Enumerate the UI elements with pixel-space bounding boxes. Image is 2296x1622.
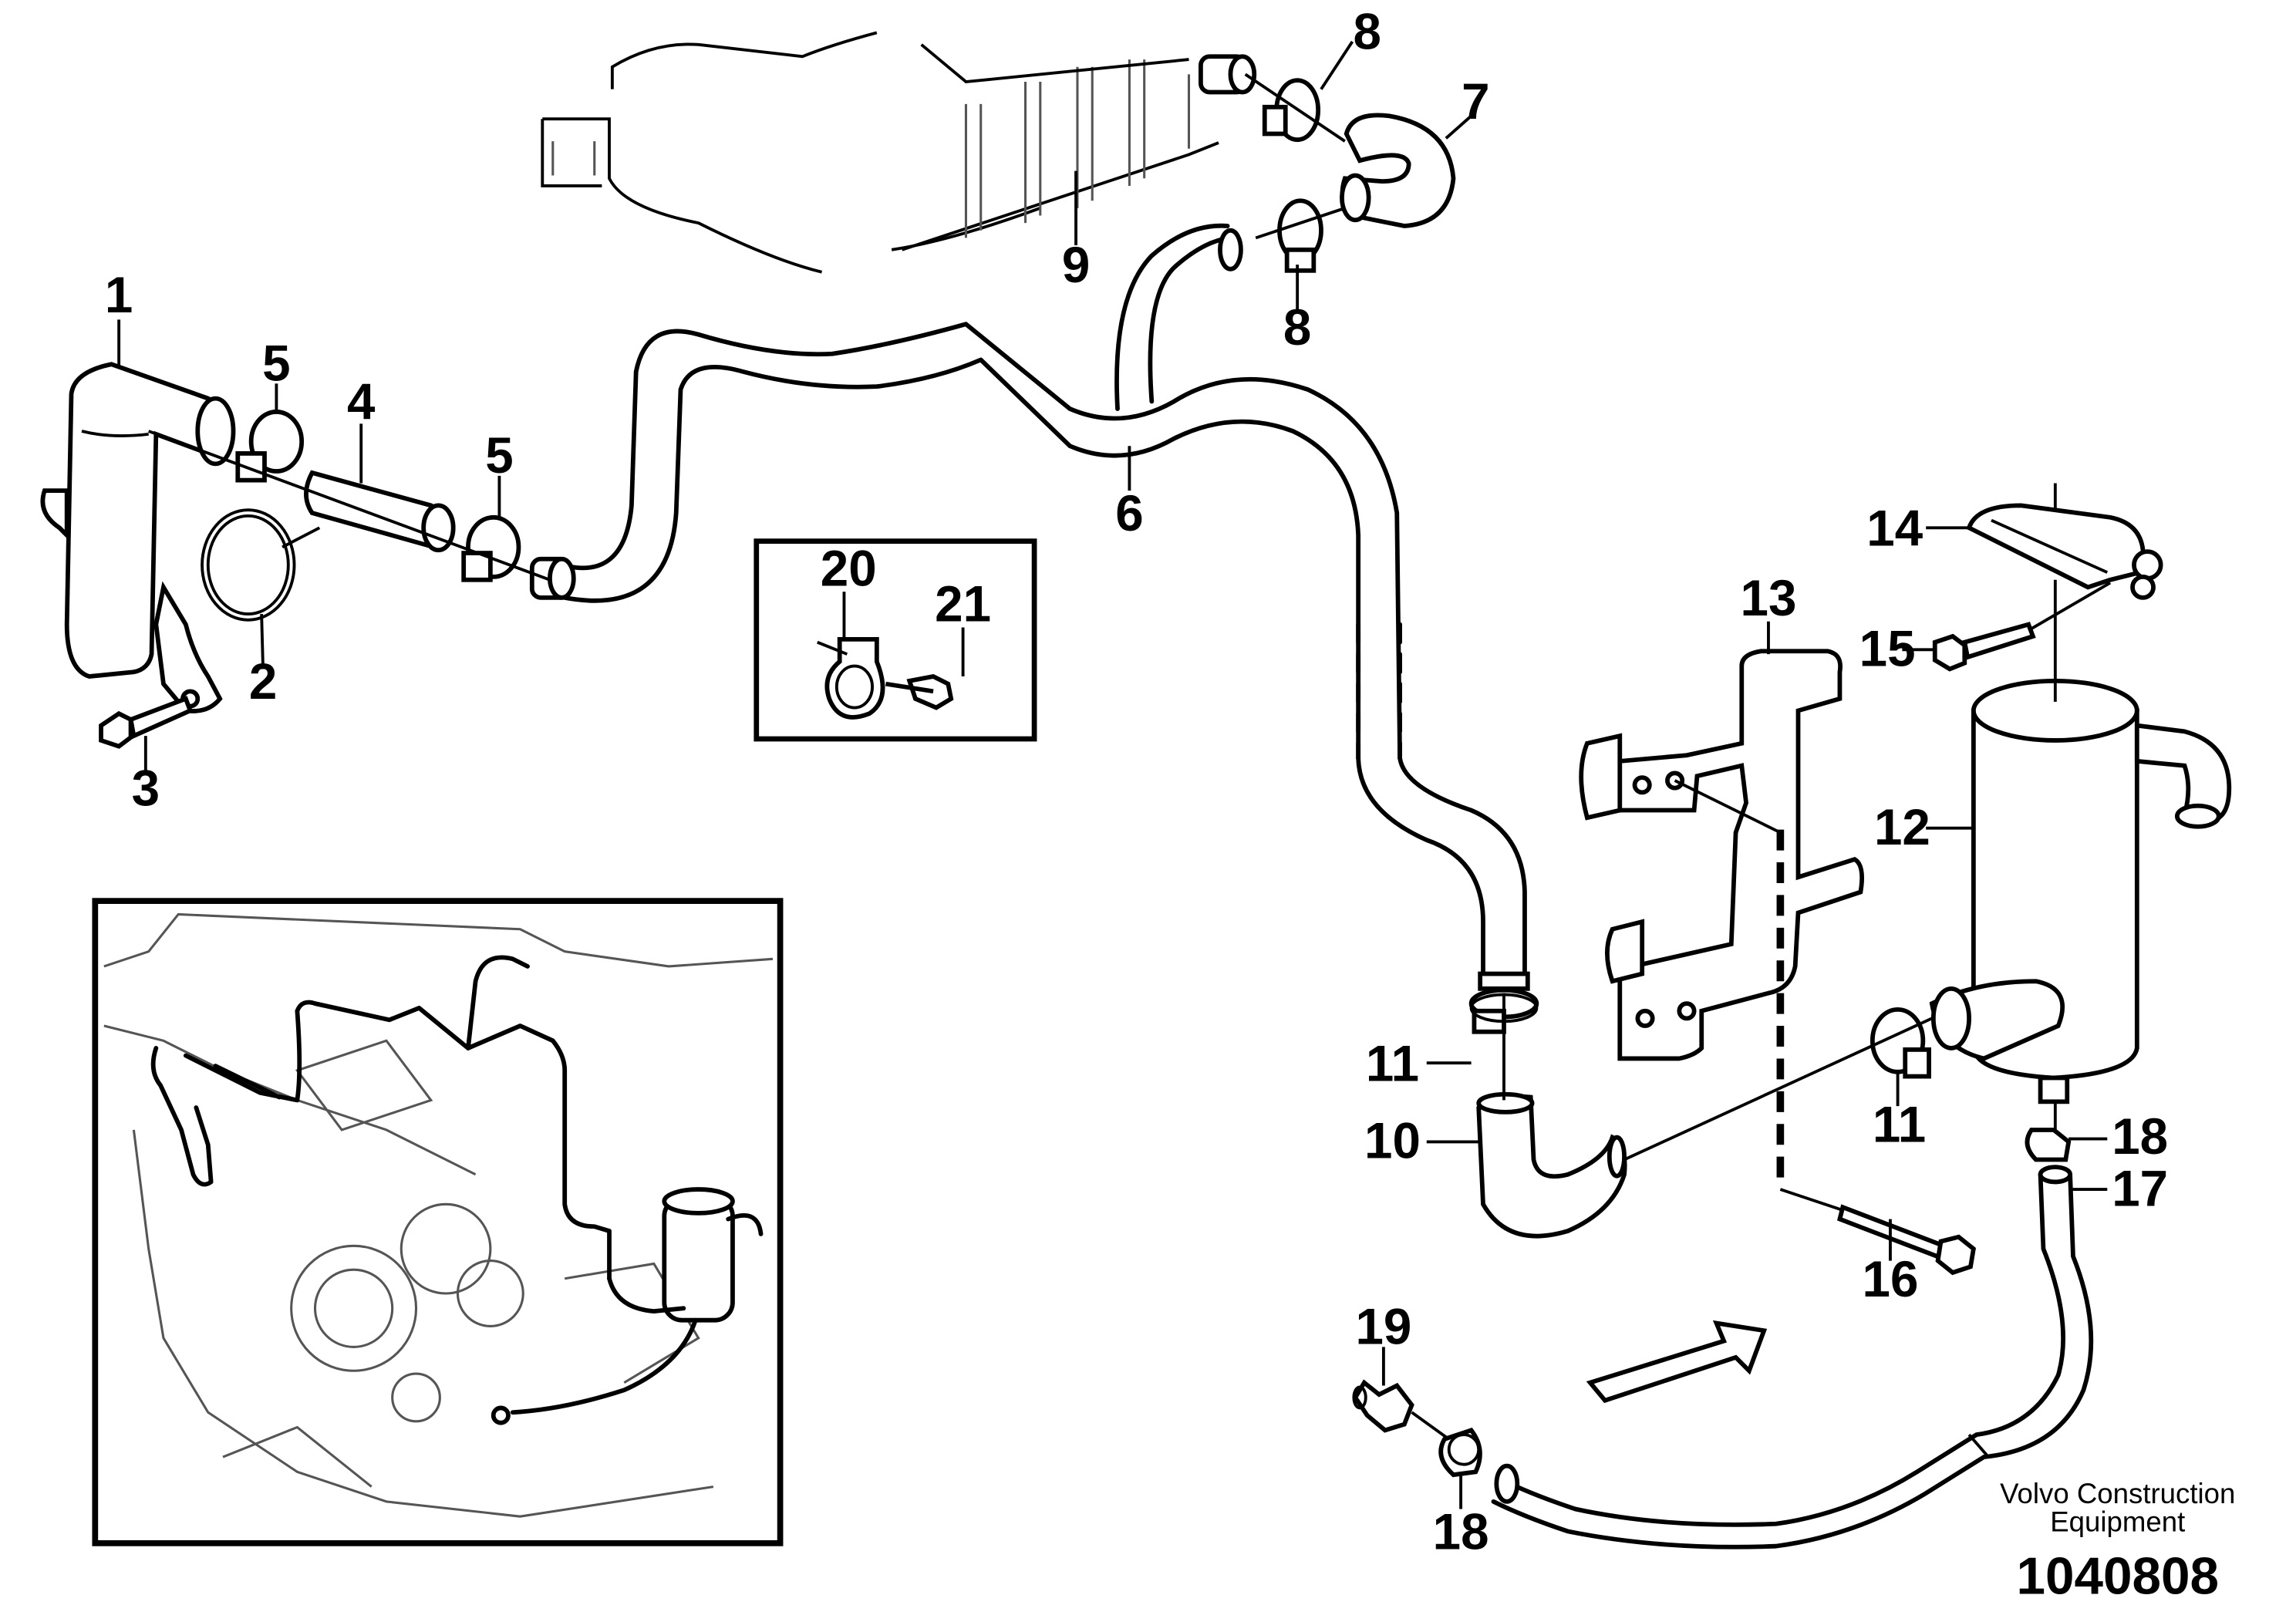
label-5-left: 5 (262, 335, 290, 391)
label-21: 21 (935, 576, 991, 632)
inset-box-clip (754, 538, 1037, 742)
label-11-right: 11 (1873, 1096, 1926, 1152)
label-11-center: 11 (1366, 1035, 1419, 1091)
label-17: 17 (2112, 1160, 2168, 1216)
drain-hose-17 (1491, 1165, 2094, 1549)
label-8-upper: 8 (1353, 4, 1381, 60)
document-id: 1040808 (2017, 1547, 2219, 1605)
hose-clip-18-lower (1438, 1427, 1482, 1478)
bolt-15 (1932, 622, 2036, 672)
label-4: 4 (347, 374, 376, 430)
hose-clamp-5-right (461, 514, 521, 582)
hose-clip-18-upper (2025, 1128, 2072, 1162)
clamp-band-14 (1966, 503, 2163, 600)
direction-arrow (1586, 1320, 1768, 1404)
hose-clamp-8-upper (1262, 78, 1321, 143)
label-18-bottom: 18 (1433, 1504, 1489, 1560)
breather-hose-6 (550, 223, 1402, 760)
hose-clip-20 (824, 636, 885, 720)
hose-elbow-10 (1476, 1091, 1627, 1239)
label-13: 13 (1741, 570, 1797, 626)
label-18-right: 18 (2112, 1108, 2168, 1165)
hose-clamp-11-right (1870, 1007, 1931, 1079)
credit-line-1: Volvo Construction (2000, 1478, 2235, 1509)
label-6: 6 (1115, 485, 1143, 541)
label-7: 7 (1462, 73, 1489, 130)
label-10: 10 (1364, 1113, 1421, 1169)
engine-outline (541, 31, 1219, 274)
breather-pipe-1 (40, 362, 236, 713)
hose-clamp-8-lower (1277, 198, 1323, 273)
hose-4 (304, 470, 456, 553)
label-5-right: 5 (485, 427, 513, 484)
label-12: 12 (1874, 799, 1930, 855)
label-2: 2 (249, 653, 277, 710)
oil-separator-12 (1929, 678, 2232, 1104)
publisher-credit: Volvo Construction Equipment 1040808 (2000, 1478, 2235, 1606)
label-8-lower: 8 (1283, 299, 1311, 356)
label-20: 20 (821, 540, 877, 596)
label-1: 1 (105, 267, 133, 323)
label-15: 15 (1859, 621, 1916, 677)
drain-nipple-19 (1352, 1379, 1450, 1441)
label-16: 16 (1863, 1251, 1919, 1307)
label-3: 3 (132, 760, 160, 817)
label-14: 14 (1866, 500, 1923, 556)
inset-engine-drawing (103, 912, 774, 1518)
callout-numbers: 1 2 3 4 5 5 6 7 8 8 9 10 11 11 12 13 14 … (105, 4, 2168, 1560)
bracket-13 (1579, 649, 1865, 1061)
label-19: 19 (1355, 1299, 1411, 1355)
label-9: 9 (1062, 237, 1090, 293)
bolt-3 (99, 696, 194, 749)
hose-clamp-5-left (235, 410, 305, 483)
hose-elbow-7 (1340, 113, 1456, 228)
credit-line-2: Equipment (2050, 1506, 2185, 1537)
